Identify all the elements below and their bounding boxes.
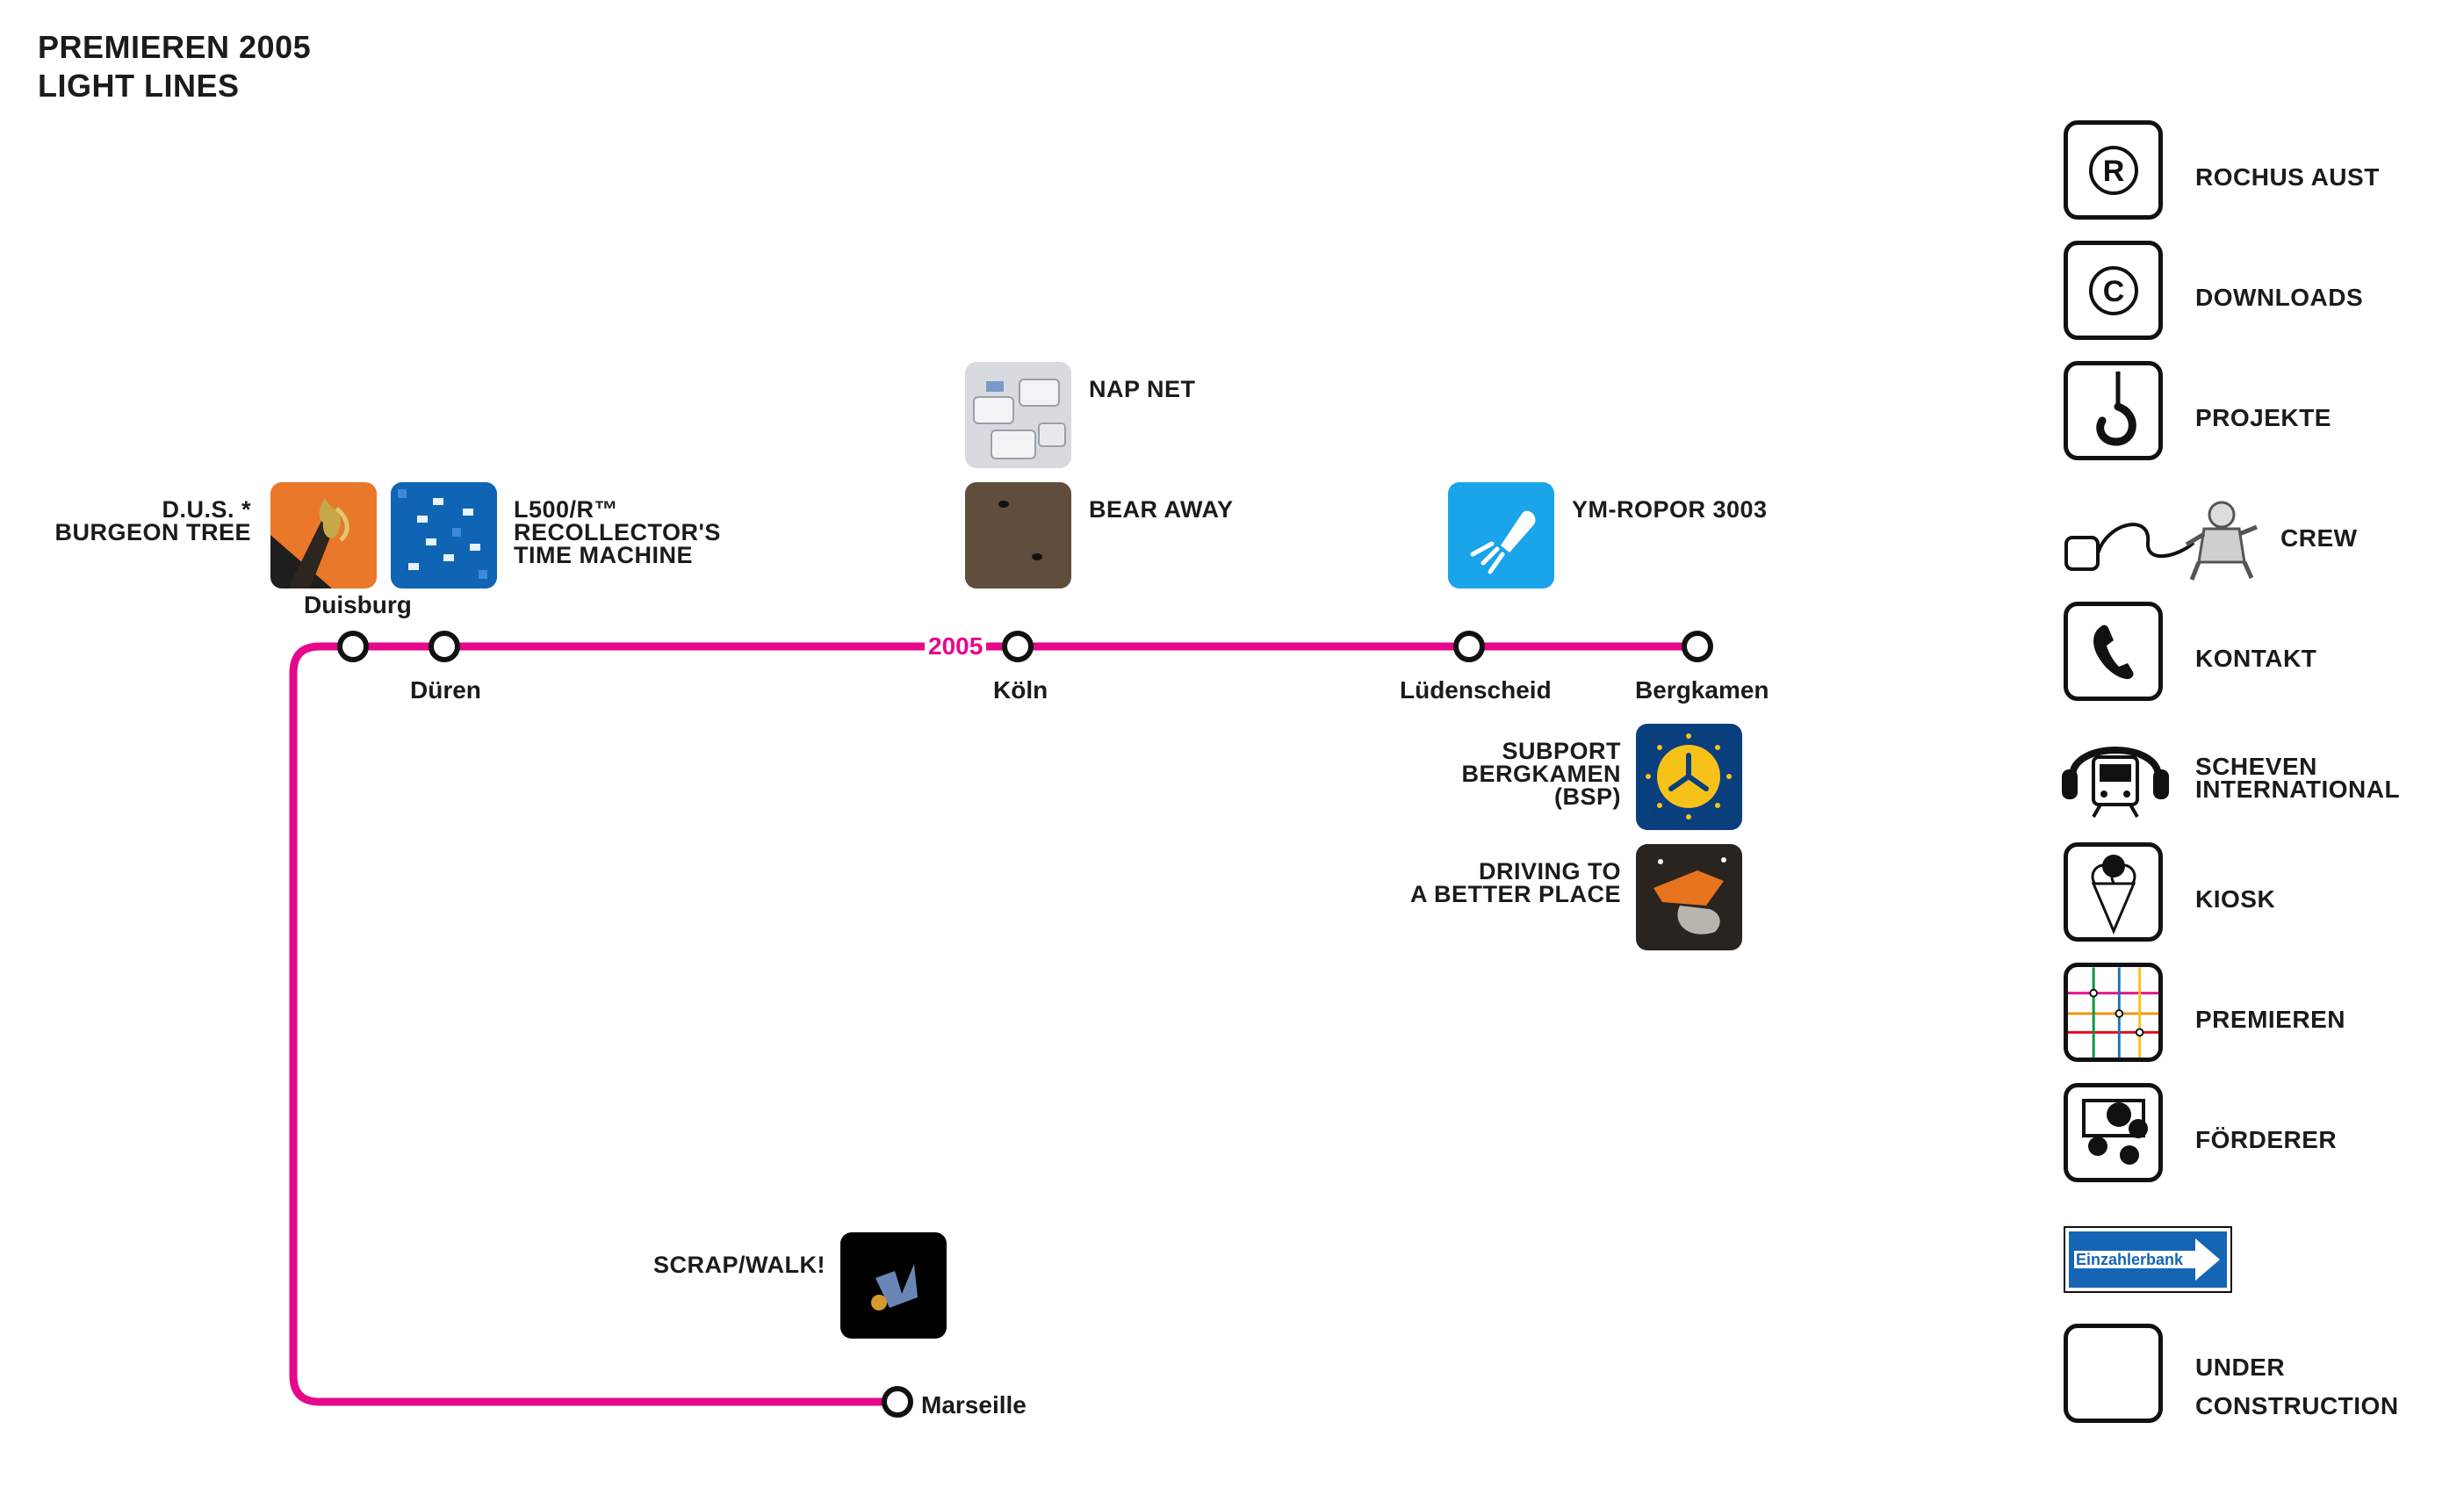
nav-label-scheven-international: SCHEVEN INTERNATIONAL <box>2195 753 2401 803</box>
hook-icon <box>2064 361 2163 460</box>
label-nap-net[interactable]: NAP NET <box>1089 376 1196 402</box>
empty-box-icon <box>2064 1324 2163 1423</box>
nav-item-kontakt[interactable]: KONTAKT <box>2064 598 2450 718</box>
label-l500-line1: L500/R™ <box>514 496 619 523</box>
label-driving-line2: A BETTER PLACE <box>1409 881 1621 907</box>
nav-label-crew: CREW <box>2280 524 2358 552</box>
nav-label-kontakt: KONTAKT <box>2195 645 2317 672</box>
station-marker-koeln <box>1002 631 1034 662</box>
nav-item-premieren[interactable]: PREMIEREN <box>2064 959 2450 1079</box>
currency-icon <box>2064 1083 2163 1182</box>
nav-label-scheven-line2: INTERNATIONAL <box>2195 776 2401 803</box>
nav-item-rochus-aust[interactable]: R ROCHUS AUST <box>2064 117 2450 237</box>
year-label: 2005 <box>925 633 987 660</box>
one-way-arrow-sign-icon <box>2064 1226 2232 1293</box>
transit-map-icon <box>2064 963 2163 1062</box>
label-burgeon-tree-line2: BURGEON TREE <box>54 519 251 545</box>
einzahlerbank-sign-label: Einzahlerbank <box>2076 1251 2184 1268</box>
label-bear-away[interactable]: BEAR AWAY <box>1089 496 1234 523</box>
thumbnail-recollectors-time-machine[interactable] <box>391 482 497 588</box>
nav-label-foerderer: FÖRDERER <box>2195 1126 2338 1153</box>
station-marker-duisburg <box>337 631 369 662</box>
station-label-marseille[interactable]: Marseille <box>921 1391 1027 1419</box>
nav-label-downloads: DOWNLOADS <box>2195 284 2364 311</box>
thumbnail-bear-away[interactable] <box>965 482 1071 588</box>
label-ym-ropor-3003[interactable]: YM-ROPOR 3003 <box>1572 496 1768 523</box>
copyright-icon: C <box>2064 241 2163 340</box>
nav-item-kiosk[interactable]: KIOSK <box>2064 839 2450 959</box>
thumbnail-ym-ropor-3003[interactable] <box>1448 482 1554 588</box>
nav-label-projekte: PROJEKTE <box>2195 404 2331 431</box>
label-burgeon-tree[interactable]: D.U.S. * BURGEON TREE <box>53 496 251 545</box>
nav-item-projekte[interactable]: PROJEKTE <box>2064 357 2450 478</box>
thumbnail-subport-bergkamen[interactable] <box>1636 724 1742 830</box>
page-title-line1: PREMIEREN 2005 <box>38 29 312 65</box>
nav-item-under-construction[interactable]: UNDER CONSTRUCTION <box>2064 1320 2450 1440</box>
label-l500-line3: TIME MACHINE <box>514 542 693 568</box>
phone-icon <box>2064 602 2163 701</box>
station-marker-dueren <box>429 631 460 662</box>
station-marker-bergkamen <box>1682 631 1713 662</box>
label-subport-line2: BERGKAMEN <box>1461 761 1621 787</box>
label-subport-line1: SUBPORT <box>1502 738 1621 764</box>
label-burgeon-tree-line1: D.U.S. * <box>162 496 251 523</box>
nav-label-kiosk: KIOSK <box>2195 885 2276 913</box>
label-subport-line3: (BSP) <box>1554 783 1621 810</box>
thumbnail-burgeon-tree[interactable] <box>270 482 377 588</box>
page-title-line2: LIGHT LINES <box>38 68 240 104</box>
astronaut-icon <box>2064 501 2258 581</box>
nav-label-scheven-line1: SCHEVEN <box>2195 753 2317 780</box>
nav-label-uc-line2: CONSTRUCTION <box>2195 1392 2399 1419</box>
station-label-luedenscheid[interactable]: Lüdenscheid <box>1400 676 1552 704</box>
page-title: PREMIEREN 2005 LIGHT LINES <box>38 28 311 105</box>
station-marker-marseille <box>882 1386 913 1418</box>
station-label-bergkamen[interactable]: Bergkamen <box>1635 676 1769 704</box>
nav-label-premieren: PREMIEREN <box>2195 1006 2345 1033</box>
station-label-dueren[interactable]: Düren <box>410 676 481 704</box>
nav-item-downloads[interactable]: C DOWNLOADS <box>2064 237 2450 357</box>
nav-item-crew[interactable]: CREW <box>2064 478 2450 598</box>
svg-text:C: C <box>2102 275 2124 308</box>
registered-icon: R <box>2064 120 2163 220</box>
svg-text:R: R <box>2102 155 2124 188</box>
station-marker-luedenscheid <box>1453 631 1485 662</box>
nav-label-under-construction: UNDER CONSTRUCTION <box>2195 1348 2399 1426</box>
nav-item-einzahlerbank[interactable]: Einzahlerbank <box>2064 1200 2450 1320</box>
nav-label-uc-line1: UNDER <box>2195 1354 2286 1381</box>
label-l500-line2: RECOLLECTOR'S <box>514 519 721 545</box>
label-subport-bergkamen[interactable]: SUBPORT BERGKAMEN (BSP) <box>1361 738 1621 810</box>
station-label-koeln[interactable]: Köln <box>993 676 1048 704</box>
station-label-duisburg[interactable]: Duisburg <box>304 591 412 618</box>
label-driving-line1: DRIVING TO <box>1478 858 1621 884</box>
ice-cream-icon <box>2064 842 2163 942</box>
nav-label-rochus-aust: ROCHUS AUST <box>2195 163 2380 191</box>
thumbnail-nap-net[interactable] <box>965 362 1071 468</box>
main-navigation: R ROCHUS AUST C DOWNLOADS PROJEKTE CREW <box>2062 117 2450 1440</box>
nav-item-scheven-international[interactable]: SCHEVEN INTERNATIONAL <box>2062 718 2450 839</box>
label-scrap-walk[interactable]: SCRAP/WALK! <box>653 1252 825 1278</box>
thumbnail-scrap-walk[interactable] <box>840 1232 947 1339</box>
headphones-train-icon <box>2062 747 2169 818</box>
thumbnail-driving-to-a-better-place[interactable] <box>1636 844 1742 950</box>
label-recollectors-time-machine[interactable]: L500/R™ RECOLLECTOR'S TIME MACHINE <box>514 498 721 567</box>
label-driving-to-a-better-place[interactable]: DRIVING TO A BETTER PLACE <box>1361 860 1621 906</box>
nav-item-foerderer[interactable]: FÖRDERER <box>2064 1079 2450 1200</box>
